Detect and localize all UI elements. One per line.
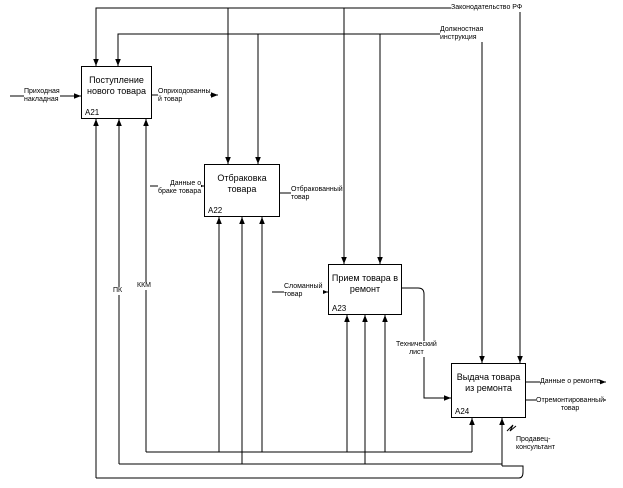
label-defect-data: Данные о браке товара: [158, 180, 202, 196]
box-a22[interactable]: Отбраковка товара A22: [204, 164, 280, 217]
arrow-consultant-outer: [502, 465, 524, 479]
box-a22-code: A22: [208, 206, 223, 215]
label-kkm: ККМ: [137, 282, 151, 290]
box-a21-code: A21: [85, 108, 100, 117]
box-a21-title: Поступление нового товара: [87, 75, 146, 96]
box-a24-code: A24: [455, 407, 470, 416]
label-tech-sheet: Технический лист: [396, 341, 437, 357]
box-a24[interactable]: Выдача товара из ремонта A24: [451, 363, 526, 418]
box-a24-title: Выдача товара из ремонта: [456, 372, 521, 393]
label-invoice: Приходная накладная: [24, 88, 60, 104]
arrow-law: [93, 7, 520, 66]
label-rejected-goods: Отбракованный товар: [291, 186, 343, 202]
label-instructions: Должностная инструкция: [440, 26, 484, 42]
box-a23[interactable]: Прием товара в ремонт A23: [328, 264, 402, 315]
label-broken-goods: Сломанный товар: [284, 283, 323, 299]
box-a22-title: Отбраковка товара: [217, 173, 267, 194]
label-repaired-goods: Отремонтированный товар: [536, 397, 605, 413]
box-a23-title: Прием товара в ремонт: [331, 273, 399, 294]
label-accounted-goods: Оприходованны й товар: [158, 88, 211, 104]
label-repair-data: Данные о ремонте: [540, 378, 601, 386]
label-consultant: Продавец- консультант: [516, 436, 556, 452]
label-law: Законодательство РФ: [451, 4, 523, 12]
squiggle: [506, 424, 517, 432]
box-a21[interactable]: Поступление нового товара A21: [81, 66, 152, 119]
arrow-tech-sheet: [402, 287, 451, 401]
arrow-instructions: [115, 33, 482, 66]
box-a23-code: A23: [332, 304, 347, 313]
label-pc: ПК: [113, 287, 123, 295]
